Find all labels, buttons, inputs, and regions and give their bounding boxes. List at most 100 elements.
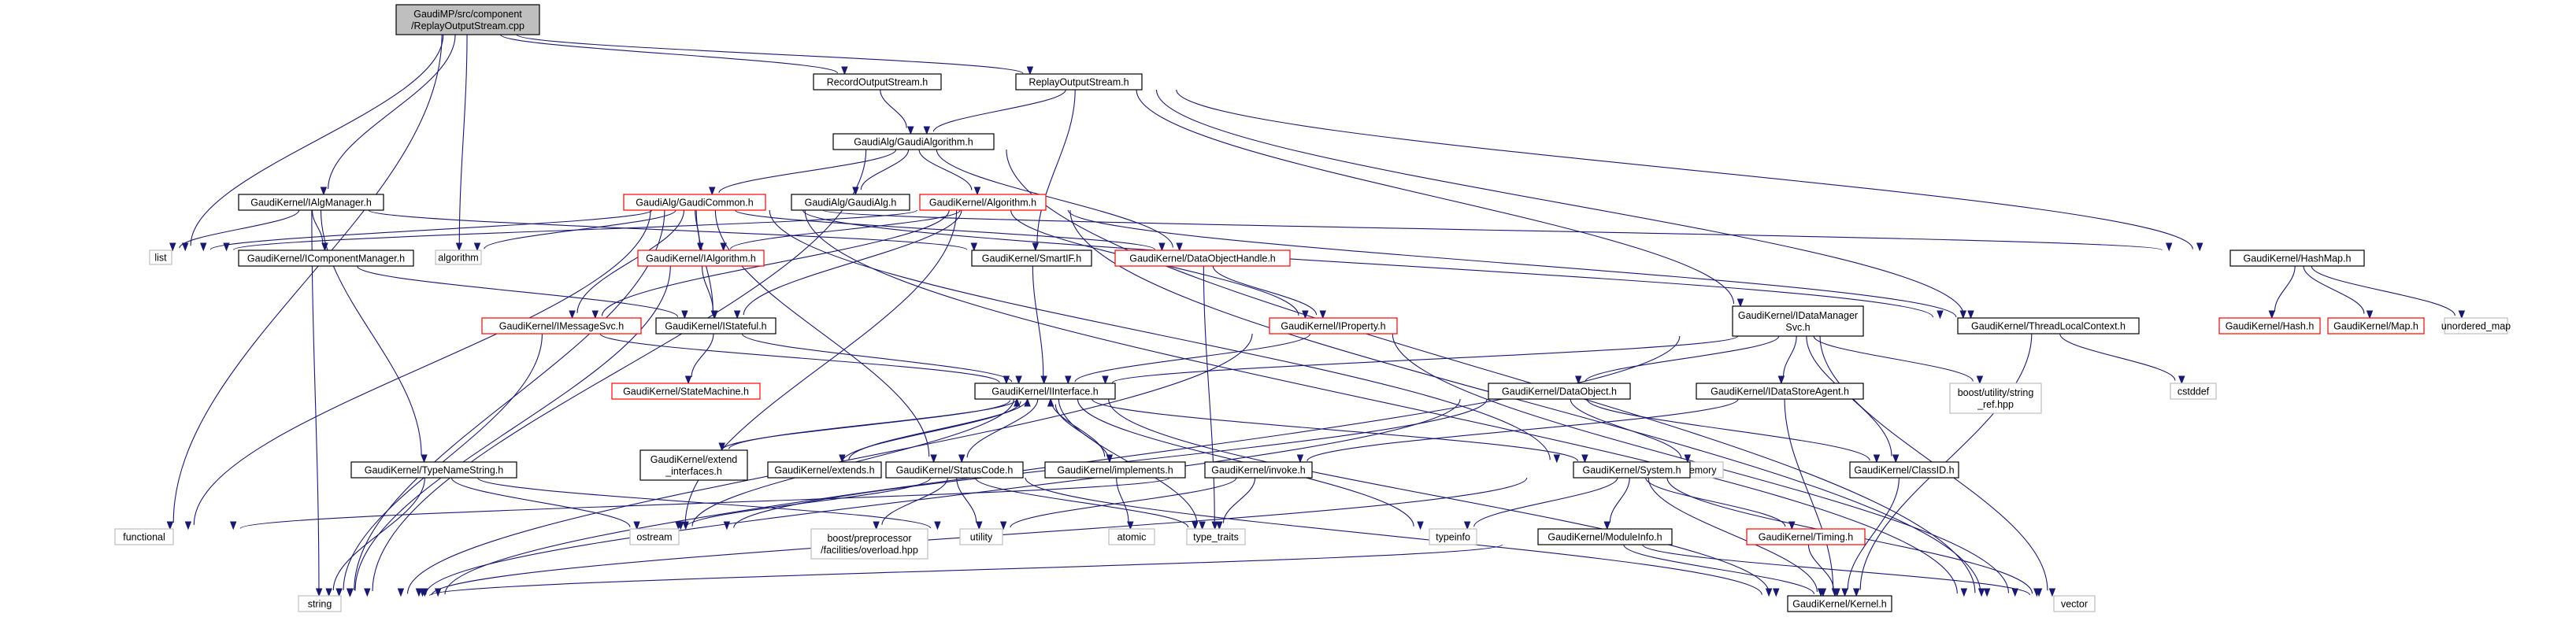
node-replay-os[interactable]: ReplayOutputStream.h: [1015, 73, 1143, 91]
node-extends[interactable]: GaudiKernel/extends.h: [767, 461, 882, 479]
arrowhead: [1960, 588, 1968, 597]
node-hash-h[interactable]: GaudiKernel/Hash.h: [2218, 317, 2321, 335]
arrowhead: [1192, 521, 1199, 530]
node-icomponentmanager[interactable]: GaudiKernel/IComponentManager.h: [238, 250, 414, 267]
arrowhead: [841, 66, 848, 76]
edge-line: [1069, 209, 1981, 593]
node-system[interactable]: GaudiKernel/System.h: [1573, 461, 1691, 479]
node-statuscode[interactable]: GaudiKernel/StatusCode.h: [885, 461, 1024, 479]
node-record-os[interactable]: RecordOutputStream.h: [813, 73, 942, 91]
node-classid[interactable]: GaudiKernel/ClassID.h: [1849, 461, 1959, 479]
node-idatastoreagent[interactable]: GaudiKernel/IDataStoreAgent.h: [1696, 383, 1864, 400]
node-typenamestring[interactable]: GaudiKernel/TypeNameString.h: [350, 461, 517, 479]
node-utility: utility: [959, 528, 1003, 545]
node-label: GaudiKernel/Map.h: [2333, 321, 2418, 332]
edges-layer: [166, 34, 2466, 597]
node-timing[interactable]: GaudiKernel/Timing.h: [1746, 528, 1866, 545]
node-box: [2229, 250, 2365, 267]
node-hashmap[interactable]: GaudiKernel/HashMap.h: [2229, 250, 2365, 267]
edge-line: [1050, 398, 1106, 457]
arrowhead: [633, 521, 640, 530]
node-unordered-map: unordered_map: [2441, 317, 2511, 335]
arrowhead: [1873, 454, 1881, 464]
node-label: GaudiMP/src/component: [413, 9, 522, 20]
node-string: string: [298, 595, 342, 612]
node-ialgmanager[interactable]: GaudiKernel/IAlgManager.h: [238, 194, 384, 211]
node-threadlocalcontext[interactable]: GaudiKernel/ThreadLocalContext.h: [1957, 317, 2140, 335]
node-label: Svc.h: [1785, 322, 1810, 333]
node-label: boost/utility/string: [1958, 387, 2034, 398]
node-implements[interactable]: GaudiKernel/implements.h: [1044, 461, 1186, 479]
node-box: [238, 250, 414, 267]
edge-iinterface-to-kernel: [1108, 398, 1780, 597]
node-gaudicommon[interactable]: GaudiAlg/GaudiCommon.h: [623, 194, 766, 211]
arrowhead: [723, 521, 731, 530]
node-box: [919, 194, 1047, 211]
arrowhead: [681, 310, 688, 320]
node-vector: vector: [2053, 595, 2096, 612]
node-iproperty[interactable]: GaudiKernel/IProperty.h: [1269, 317, 1398, 335]
node-iinterface[interactable]: GaudiKernel/IInterface.h: [974, 383, 1116, 400]
node-extend-interfaces[interactable]: GaudiKernel/extend_interfaces.h: [639, 449, 748, 481]
node-atomic: atomic: [1108, 528, 1155, 545]
node-box: [655, 317, 777, 335]
node-ialgorithm[interactable]: GaudiKernel/IAlgorithm.h: [637, 250, 765, 267]
edge-line: [1025, 477, 1762, 595]
edge-line: [684, 477, 932, 528]
node-box: [435, 250, 482, 265]
node-statemachine[interactable]: GaudiKernel/StateMachine.h: [611, 383, 761, 400]
edge-line: [425, 398, 1461, 595]
edge-gaudicommon-to-dataobjecthandle: [735, 209, 1166, 252]
node-label: boost/preprocessor: [827, 533, 911, 544]
arrowhead: [2366, 310, 2374, 320]
node-box: [1186, 528, 1246, 545]
edge-record-os-to-gaudialgorithm: [880, 89, 914, 135]
edge-line: [1307, 398, 1739, 462]
node-gaudialgorithm[interactable]: GaudiAlg/GaudiAlgorithm.h: [832, 133, 995, 150]
arrowhead: [364, 588, 371, 597]
node-istateful[interactable]: GaudiKernel/IStateful.h: [655, 317, 777, 335]
node-invoke[interactable]: GaudiKernel/invoke.h: [1204, 461, 1313, 479]
arrowhead: [2033, 588, 2040, 597]
arrowhead: [711, 310, 718, 320]
node-imessagesvc[interactable]: GaudiKernel/IMessageSvc.h: [481, 317, 642, 335]
node-label: functional: [123, 532, 165, 543]
node-label: GaudiKernel/StateMachine.h: [623, 386, 749, 397]
node-kernel[interactable]: GaudiKernel/Kernel.h: [1787, 595, 1892, 612]
arrowhead: [229, 521, 237, 530]
arrowhead: [684, 375, 692, 385]
node-dataobjecthandle[interactable]: GaudiKernel/DataObjectHandle.h: [1114, 250, 1291, 267]
arrowhead: [2196, 242, 2203, 252]
edge-idatamanagersvc-to-idatastoreagent: [1777, 335, 1797, 385]
node-smartif[interactable]: GaudiKernel/SmartIF.h: [971, 250, 1092, 267]
edge-gaudicommon-to-string: [346, 209, 665, 597]
arrowhead: [1211, 521, 1218, 530]
edge-line: [2303, 265, 2365, 314]
edge-ialgmanager-to-list: [169, 209, 300, 252]
node-label: vector: [2061, 599, 2088, 610]
edge-iproperty-to-iinterface: [1065, 333, 1311, 385]
arrowhead: [923, 126, 931, 135]
edge-typenamestring-to-string: [325, 477, 425, 597]
node-label: GaudiKernel/invoke.h: [1211, 465, 1306, 476]
edge-root-to-list: [181, 34, 444, 252]
edge-algorithm-h-to-threadlocalcontext: [1067, 209, 1966, 320]
node-algorithm-h[interactable]: GaudiKernel/Algorithm.h: [919, 194, 1047, 211]
edge-line: [1473, 477, 1618, 527]
edge-gaudialgorithm-to-string: [364, 149, 867, 597]
node-map-h[interactable]: GaudiKernel/Map.h: [2327, 317, 2425, 335]
node-box: [2218, 317, 2321, 335]
edge-gaudialgorithm-to-gaudicommon: [709, 149, 897, 196]
edge-dataobjecthandle-to-iproperty: [1212, 265, 1326, 320]
node-box: [1696, 383, 1864, 400]
edge-line: [179, 209, 300, 249]
node-gaudialg[interactable]: GaudiAlg/GaudiAlg.h: [791, 194, 910, 211]
node-list: list: [149, 250, 172, 265]
node-dataobject[interactable]: GaudiKernel/DataObject.h: [1488, 383, 1631, 400]
node-box: [350, 461, 517, 479]
edge-istateful-to-statemachine: [684, 333, 714, 385]
node-moduleinfo[interactable]: GaudiKernel/ModuleInfo.h: [1537, 528, 1673, 545]
node-label: ReplayOutputStream.h: [1029, 77, 1129, 88]
